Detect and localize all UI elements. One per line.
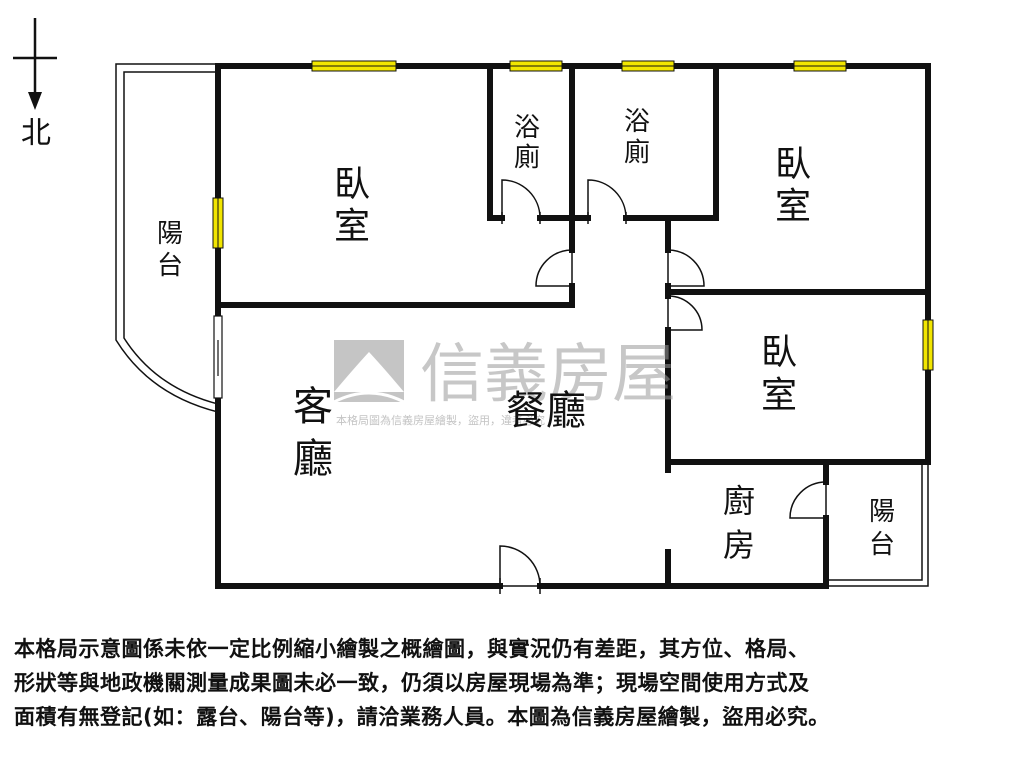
kitchen-label-1: 廚 [723,482,755,520]
balcony-w-label-1: 陽 [157,219,183,249]
watermark-notice: 本格局圖為信義房屋繪製，盜用，違者必究 [336,413,545,427]
living-label-2: 廳 [293,436,333,482]
bath-1-label-2: 廁 [514,143,540,173]
door-balcony-se [789,481,827,519]
bath-2-label-1: 浴 [624,107,650,137]
brand-logo-icon [333,340,405,404]
bath-1-label-1: 浴 [514,113,540,143]
door-bedroom-ne [667,249,705,287]
balcony-se-label-2: 台 [869,530,895,560]
disclaimer-line-1: 本格局示意圖係未依一定比例縮小繪製之概繪圖，與實況仍有差距，其方位、格局、 [14,637,810,661]
balcony-se-outline [826,462,929,587]
windows [212,60,934,371]
bedroom-e-label-2: 室 [761,375,797,416]
disclaimer: 本格局示意圖係未依一定比例縮小繪製之概繪圖，與實況仍有差距，其方位、格局、 形狀… [14,632,1014,734]
living-label-1: 客 [293,384,333,430]
doors [499,179,827,587]
balcony-w-label-2: 台 [157,251,183,281]
disclaimer-line-2: 形狀等與地政機關測量成果圖未必一致，仍須以房屋現場為準；現場空間使用方式及 [14,671,810,695]
walls [215,63,931,589]
sliding-door-balcony [213,315,223,399]
dining-label: 餐廳 [506,388,586,434]
door-bedroom-e [667,295,703,331]
floor-plan: 北 [13,18,934,594]
bath-2-label-2: 廁 [624,138,650,168]
compass: 北 [13,18,57,151]
watermark: 信義房屋 本格局圖為信義房屋繪製，盜用，違者必究 [333,338,676,427]
door-bedroom-nw [535,249,573,287]
bedroom-nw-label-1: 臥 [334,164,370,205]
room-labels: 臥 室 浴 廁 浴 廁 臥 室 陽 台 臥 室 客 廳 餐廳 廚 房 陽 台 [157,107,895,564]
disclaimer-line-3: 面積有無登記(如：露台、陽台等)，請洽業務人員。本圖為信義房屋繪製，盜用必究。 [14,705,830,729]
bedroom-ne-label-1: 臥 [775,144,811,185]
balcony-se-label-1: 陽 [869,497,895,527]
bedroom-ne-label-2: 室 [775,186,811,227]
kitchen-label-2: 房 [723,526,755,564]
door-entrance [499,545,541,587]
compass-label: 北 [21,116,51,151]
door-bath-1 [501,179,541,219]
door-bath-2 [587,179,627,219]
bedroom-e-label-1: 臥 [761,332,797,373]
bedroom-nw-label-2: 室 [334,206,370,247]
door-jambs [499,212,627,594]
balcony-w-outline [115,63,219,413]
north-arrow-icon [28,92,42,110]
watermark-brand: 信義房屋 [420,338,676,412]
